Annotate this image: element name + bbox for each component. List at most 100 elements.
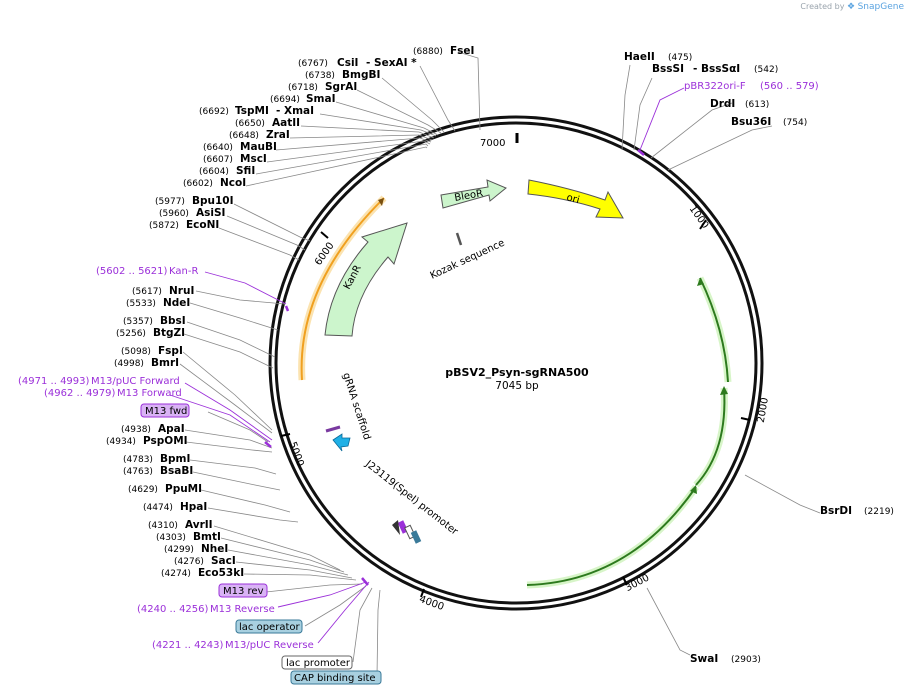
lac-operator-box[interactable] — [235, 619, 303, 634]
enzyme-name-msci: MscI — [240, 153, 267, 165]
pBR322ori-f-marker — [637, 149, 645, 156]
lac-operator-label: lac operator — [239, 622, 300, 633]
enzyme-pos-sgrai: (6718) — [288, 83, 318, 93]
enzyme-name-maubi: MauBI — [240, 141, 277, 153]
green-feature-arc-1[interactable] — [696, 276, 732, 383]
enzyme-pos-tspmi: (6692) — [199, 107, 229, 117]
primer-range-m13-puc-reverse: (4221 .. 4243) — [152, 640, 224, 651]
cyan-arrow[interactable] — [332, 433, 351, 452]
enzyme-pos-bsrdi: (2219) — [864, 507, 894, 517]
m13-rev-marker — [361, 577, 369, 586]
enzyme-name-sgrai: SgrAI — [325, 81, 357, 93]
m13-rev-box[interactable] — [218, 583, 268, 598]
enzyme-name-bsu36i: Bsu36I — [731, 116, 771, 128]
tick-label-2000: 2000 — [756, 397, 771, 424]
orange-feature-line — [300, 197, 385, 381]
enzyme-pos-pspomi: (4934) — [106, 437, 136, 447]
promoter-block-3 — [410, 530, 422, 544]
bleor-arrow[interactable] — [440, 179, 507, 209]
enzyme-name-zrai: ZraI — [266, 129, 290, 141]
enzyme-name-bsssi: BssSI — [652, 63, 684, 75]
primer-name-pbr322ori-f: pBR322ori-F — [684, 81, 746, 92]
enzyme-pos-bpu10i: (5977) — [155, 197, 185, 207]
enzyme-pos-bmgbi: (6738) — [305, 71, 335, 81]
primer-name-m13-reverse: M13 Reverse — [210, 604, 275, 615]
enzyme-name-ndei: NdeI — [163, 297, 190, 309]
enzyme-pos-zrai: (6648) — [229, 131, 259, 141]
enzyme-name-bbsi: BbsI — [160, 315, 186, 327]
enzyme-name-haeii: HaeII — [624, 51, 655, 63]
backbone-outer-ring — [268, 115, 764, 611]
green-feature-line-1 — [699, 277, 729, 383]
tick-mark-2000 — [740, 417, 751, 421]
primer-labels: pBR322ori-F (560 .. 579) (5602 .. 5621) … — [18, 81, 819, 651]
enzyme-name-btgzi: BtgZI — [153, 327, 185, 339]
bleor-label: BleoR — [454, 188, 484, 204]
enzyme-pos-hpai: (4474) — [143, 503, 173, 513]
enzyme-pos-bsu36i: (754) — [783, 118, 807, 128]
enzyme-name-avrii: AvrII — [185, 519, 213, 531]
enzyme-name-smai: SmaI — [306, 93, 336, 105]
enzyme-name-bsrdi: BsrDI — [820, 505, 852, 517]
enzyme-pos-saci: (4276) — [174, 557, 204, 567]
primer-name-kan-r: Kan-R — [169, 266, 198, 277]
enzyme-pos-bpmi: (4783) — [123, 455, 153, 465]
enzyme-name-swai: SwaI — [690, 653, 718, 665]
m13-fwd-marker — [264, 441, 272, 448]
enzyme-pos-bmri: (4998) — [114, 359, 144, 369]
cap-binding-site-box[interactable] — [290, 670, 382, 685]
enzyme-name-eco53ki: Eco53kI — [198, 567, 244, 579]
green-feature-head-3 — [690, 485, 697, 494]
enzyme-pos-eco53ki: (4274) — [161, 569, 191, 579]
enzyme-pos-btgzi: (5256) — [116, 329, 146, 339]
enzyme-extra-csii: - SexAI * — [366, 57, 417, 69]
tick-label-7000: 7000 — [480, 138, 505, 149]
enzyme-name-bsabi: BsaBI — [160, 465, 193, 477]
green-feature-line-2 — [695, 387, 726, 486]
enzyme-labels-left: (6880) FseI (6767) CsiI - SexAI * (6738)… — [106, 45, 474, 579]
enzyme-pos-ndei: (5533) — [126, 299, 156, 309]
enzyme-name-hpai: HpaI — [180, 501, 207, 513]
primer-range-m13-reverse: (4240 .. 4256) — [137, 604, 209, 615]
ori-arrow[interactable] — [527, 179, 624, 219]
enzyme-name-aatii: AatII — [272, 117, 300, 129]
enzyme-pos-ncoi: (6602) — [183, 179, 213, 189]
enzyme-name-fspi: FspI — [158, 345, 183, 357]
enzyme-name-sfii: SfiI — [236, 165, 255, 177]
snapgene-credit: Created by ❖ SnapGene — [800, 2, 904, 12]
green-feature-head-2 — [720, 386, 728, 395]
kan-r-marker — [284, 305, 290, 312]
enzyme-name-drdi: DrdI — [710, 98, 735, 110]
green-feature-arc-3[interactable] — [526, 485, 699, 589]
enzyme-pos-msci: (6607) — [203, 155, 233, 165]
enzyme-pos-bsabi: (4763) — [123, 467, 153, 477]
enzyme-pos-csii: (6767) — [298, 59, 328, 69]
enzyme-name-ppumi: PpuMI — [165, 483, 202, 495]
backbone-inner-ring — [274, 121, 758, 605]
enzyme-pos-nrui: (5617) — [132, 287, 162, 297]
enzyme-name-tspmi: TspMI — [235, 105, 269, 117]
tick-mark-1000 — [699, 219, 707, 230]
enzyme-name-bmti: BmtI — [193, 531, 221, 543]
enzyme-pos-avrii: (4310) — [148, 521, 178, 531]
primer-name-m13-forward: M13 Forward — [117, 388, 182, 399]
enzyme-pos-bbsi: (5357) — [123, 317, 153, 327]
cap-binding-site-label: CAP binding site — [294, 673, 376, 684]
tick-mark-6000 — [320, 231, 329, 239]
enzyme-name-bpu10i: Bpu10I — [192, 195, 234, 207]
enzyme-pos-nhei: (4299) — [164, 545, 194, 555]
purple-small-arrow — [325, 425, 341, 433]
enzyme-name-bmri: BmrI — [151, 357, 179, 369]
enzyme-extra-bsssi: - BssSαI — [693, 63, 740, 75]
kanr-arrow[interactable] — [324, 222, 408, 337]
lac-promoter-box[interactable] — [281, 655, 353, 670]
tick-mark-3000 — [622, 576, 628, 586]
m13-fwd-box[interactable] — [140, 403, 190, 418]
tick-mark-4000 — [420, 588, 425, 598]
enzyme-leader-lines — [179, 51, 821, 677]
enzyme-name-bpmi: BpmI — [160, 453, 190, 465]
enzyme-name-apai: ApaI — [158, 423, 185, 435]
enzyme-pos-maubi: (6640) — [203, 143, 233, 153]
enzyme-name-nrui: NruI — [169, 285, 194, 297]
